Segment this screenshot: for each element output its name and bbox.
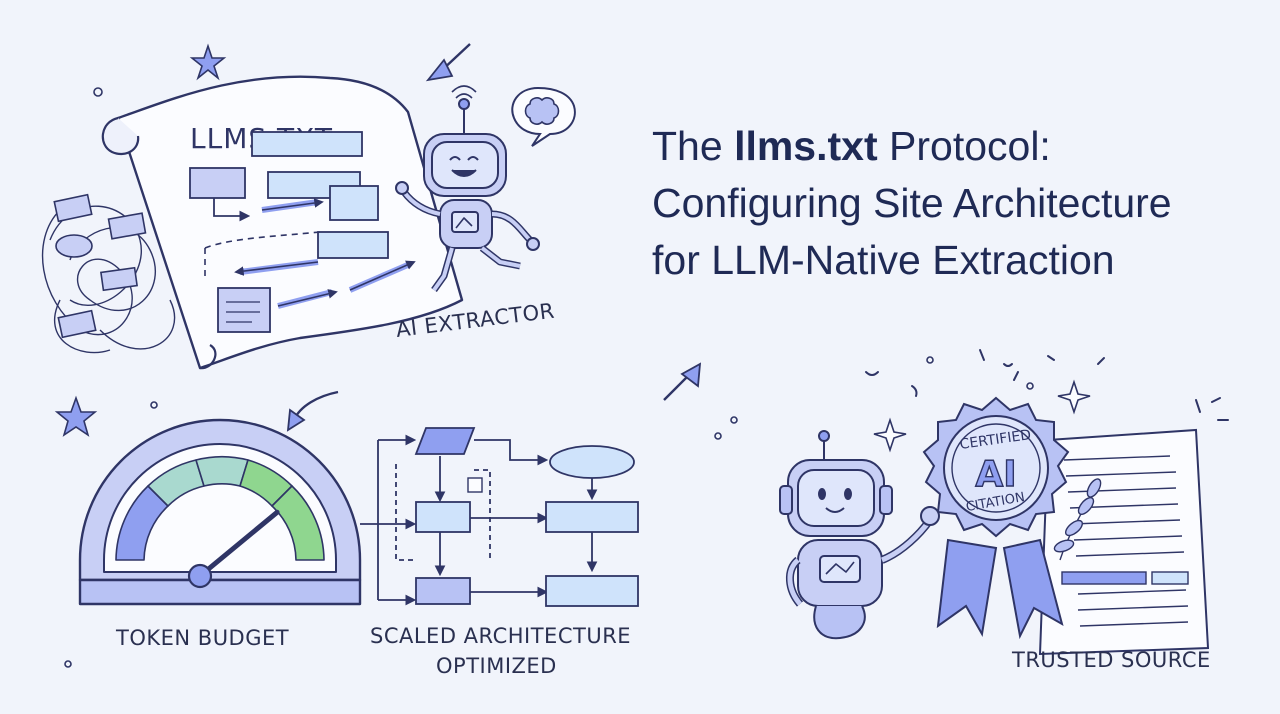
scroll-box [217,287,271,333]
speech-bubble [511,86,576,147]
decor-dots [64,87,1034,668]
wifi-icon [451,85,477,99]
gauge-needle [197,509,280,579]
token-gauge [78,418,362,606]
flow-box [545,575,639,607]
arrow-icon [425,43,471,82]
robot-certified [779,430,934,640]
scroll-box [329,185,379,221]
robot-hand [920,506,940,526]
gauge-segments [115,455,325,561]
title-suffix: Protocol: [889,123,1051,169]
title-line-3: for LLM-Native Extraction [652,237,1115,283]
arrow-icon [286,390,339,432]
confetti-icon [865,349,1229,421]
flow-box [545,501,639,533]
arrow-icon [663,362,702,401]
title-line-2: Configuring Site Architecture [652,180,1172,226]
flow-ellipse [549,445,635,479]
flow-parallelogram [414,427,476,455]
star-icon [54,395,98,437]
flow-box [415,577,471,605]
brain-icon [524,97,560,125]
title-prefix: The [652,123,723,169]
scroll-box [189,167,246,199]
page-title: The llms.txt Protocol: Configuring Site … [652,118,1252,289]
web-nodes [53,193,147,339]
scroll-box [251,131,363,157]
robot-extractor [395,98,540,293]
scroll-box [317,231,389,259]
label-scaled-architecture: SCALED ARCHITECTURE [370,624,632,648]
label-trusted-source: TRUSTED SOURCE [1012,648,1211,672]
certified-badge: CERTIFIED AI CITATION [922,396,1070,640]
star-icon [1057,379,1091,415]
label-optimized: OPTIMIZED [436,654,557,678]
star-icon [189,43,227,81]
title-bold: llms.txt [734,123,878,169]
architecture-flow [360,427,639,607]
laurel-icon [1053,478,1102,561]
llms-scroll: LLMS.TXT [101,75,464,370]
badge-center: AI [975,454,1016,495]
label-token-budget: TOKEN BUDGET [116,626,290,650]
star-icon [873,417,907,453]
flow-box [415,501,471,533]
